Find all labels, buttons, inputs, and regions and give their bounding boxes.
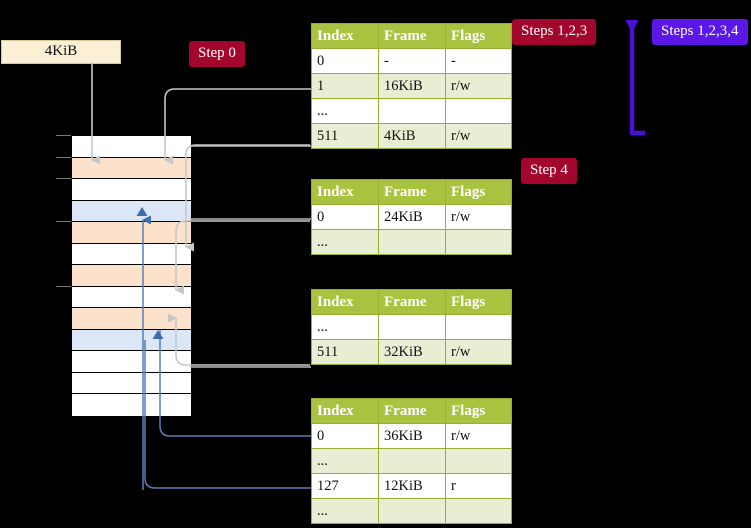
pml4-table-r3-c2: r/w (445, 123, 512, 149)
memory-frame-6 (72, 265, 191, 287)
memory-frame-12 (72, 394, 191, 416)
memory-frame-11 (72, 372, 191, 394)
memory-frame-4 (72, 222, 191, 244)
memory-tick-0 (56, 135, 71, 136)
memory-frame-2 (72, 179, 191, 201)
pt-table-r0-c0: 0 (311, 423, 379, 449)
memory-tick-7 (56, 285, 71, 287)
memory-frame-5 (72, 243, 191, 265)
pd-table-r0-c2 (445, 314, 512, 340)
table-row: 0-- (311, 48, 512, 74)
bracket-arrow-steps (625, 20, 645, 136)
pd-table-header-frame: Frame (378, 289, 446, 315)
pml4-table-header-flags: Flags (445, 23, 512, 49)
pml4-table-r0-c1: - (378, 48, 446, 74)
table-row: ... (311, 98, 512, 124)
connector-memory-curve-b (175, 220, 310, 295)
table-row: ... (311, 314, 512, 340)
badge-step-0: Step 0 (189, 41, 245, 67)
pd-table-header-index: Index (311, 289, 379, 315)
pt-table-header-flags: Flags (445, 398, 512, 424)
pt-table-r3-c1 (378, 498, 446, 524)
pdpt-table-header-index: Index (311, 179, 379, 205)
memory-frame-3 (72, 200, 191, 222)
badge-step-4: Step 4 (521, 158, 577, 184)
pt-table-r2-c2: r (445, 473, 512, 499)
pd-table-header-flags: Flags (445, 289, 512, 315)
pml4-table-r1-c0: 1 (311, 73, 379, 99)
pt-table-r1-c1 (378, 448, 446, 474)
badge-step-0-text: Step 0 (198, 45, 236, 61)
physical-memory-column (71, 135, 191, 416)
pd-table-r1-c2: r/w (445, 339, 512, 365)
memory-tick-2 (56, 178, 71, 179)
memory-tick-4 (56, 221, 71, 222)
pdpt-table-r0-c0: 0 (311, 204, 379, 230)
pd-table-r1-c1: 32KiB (378, 339, 446, 365)
badge-steps-123-text: Steps 1,2,3 (521, 23, 588, 39)
pt-table-r2-c0: 127 (311, 473, 379, 499)
pd-table-r0-c0: ... (311, 314, 379, 340)
pml4-table-r3-c0: 511 (311, 123, 379, 149)
pml4-table-r1-c1: 16KiB (378, 73, 446, 99)
memory-tick-1 (56, 156, 71, 158)
memory-frame-0 (72, 136, 191, 158)
pt-table-header-index: Index (311, 398, 379, 424)
pt-table-r0-c1: 36KiB (378, 423, 446, 449)
pdpt-table-r1-c2 (445, 229, 512, 255)
pml4-table-header-index: Index (311, 23, 379, 49)
pml4-table-r3-c1: 4KiB (378, 123, 446, 149)
pml4-table-r0-c0: 0 (311, 48, 379, 74)
table-row: ... (311, 448, 512, 474)
memory-frame-8 (72, 308, 191, 330)
connector-memory-curve-a (185, 144, 310, 252)
pml4-table-header-frame: Frame (378, 23, 446, 49)
pt-table-r3-c0: ... (311, 498, 379, 524)
memory-frame-9 (72, 329, 191, 351)
pml4-table-r2-c2 (445, 98, 512, 124)
memory-frame-10 (72, 351, 191, 373)
pt-table-r1-c0: ... (311, 448, 379, 474)
pt-table-r3-c2 (445, 498, 512, 524)
memory-frame-1 (72, 157, 191, 179)
pd-table-r0-c1 (378, 314, 446, 340)
badge-steps-123: Steps 1,2,3 (512, 19, 597, 45)
pd-table-r1-c0: 511 (311, 339, 379, 365)
badge-steps-1234: Steps 1,2,3,4 (652, 19, 748, 45)
pt-table-r2-c1: 12KiB (378, 473, 446, 499)
pt-table-header-frame: Frame (378, 398, 446, 424)
memory-frame-7 (72, 286, 191, 308)
pdpt-table-header-frame: Frame (378, 179, 446, 205)
pml4-table-r2-c1 (378, 98, 446, 124)
badge-steps-1234-text: Steps 1,2,3,4 (661, 23, 739, 39)
pt-table-r1-c2 (445, 448, 512, 474)
memory-block-label-4kib: 4KiB (1, 40, 121, 64)
memory-block-label-text: 4KiB (44, 43, 78, 59)
pdpt-table-header-flags: Flags (445, 179, 512, 205)
pml4-table-r2-c0: ... (311, 98, 379, 124)
table-row: ... (311, 498, 512, 524)
pdpt-table-r0-c2: r/w (445, 204, 512, 230)
pdpt-table-r0-c1: 24KiB (378, 204, 446, 230)
pml4-table-r1-c2: r/w (445, 73, 512, 99)
pt-table-r0-c2: r/w (445, 423, 512, 449)
pml4-table-r0-c2: - (445, 48, 512, 74)
table-row: ... (311, 229, 512, 255)
connector-memory-curve-c (168, 313, 310, 366)
pdpt-table-r1-c1 (378, 229, 446, 255)
pdpt-table-r1-c0: ... (311, 229, 379, 255)
badge-step-4-text: Step 4 (530, 162, 568, 178)
